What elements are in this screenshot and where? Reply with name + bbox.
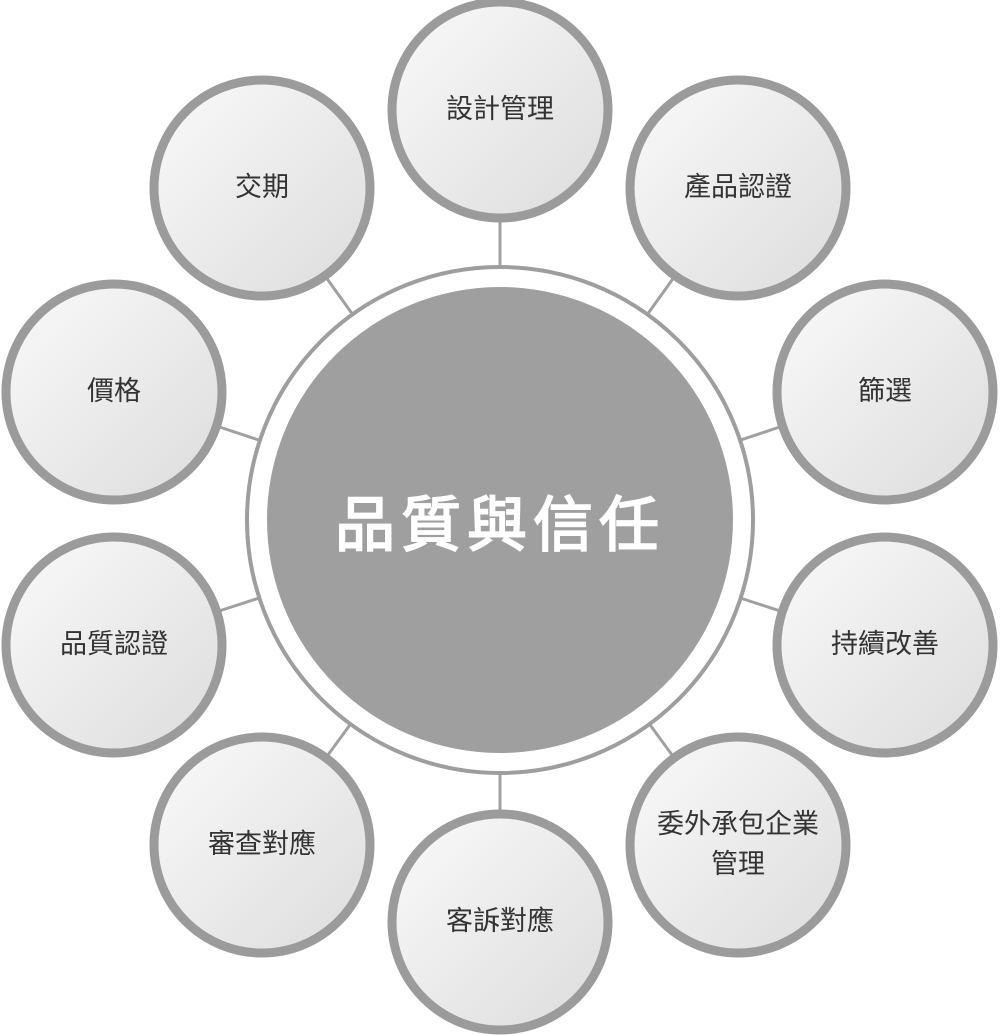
- node-label-price: 價格: [14, 292, 214, 492]
- node-circle-quality-certification: [1, 532, 227, 758]
- connector-subcontractor-management: [648, 723, 674, 756]
- node-label-design-management: 設計管理: [400, 10, 600, 210]
- node-label-line: 持續改善: [831, 628, 939, 660]
- node-circle-product-certification: [625, 75, 851, 301]
- node-label-line: 產品認證: [684, 171, 792, 203]
- node-circle-continuous-improvement: [772, 532, 998, 758]
- node-circle-price: [1, 279, 227, 505]
- connector-screening: [739, 425, 780, 442]
- node-label-line: 篩選: [858, 375, 912, 407]
- node-label-screening: 篩選: [785, 292, 985, 492]
- node-label-line: 客訴對應: [446, 905, 554, 937]
- node-label-delivery: 交期: [162, 88, 362, 288]
- connector-product-certification: [646, 278, 674, 316]
- node-label-line: 設計管理: [446, 93, 554, 125]
- node-circle-screening: [772, 279, 998, 505]
- node-label-audit-response: 審查對應: [162, 745, 362, 945]
- node-circle-delivery: [149, 75, 375, 301]
- center-label: 品質與信任: [335, 490, 665, 561]
- node-circle-design-management: [387, 0, 613, 223]
- node-label-line: 委外承包企業: [657, 808, 819, 840]
- node-label-subcontractor-management: 委外承包企業管理: [638, 745, 838, 945]
- node-circle-complaint-response: [387, 809, 613, 1035]
- node-label-line: 交期: [235, 171, 289, 203]
- node-label-line: 審查對應: [208, 828, 316, 860]
- connector-lines: [219, 222, 780, 810]
- node-circle-audit-response: [149, 732, 375, 958]
- connector-continuous-improvement: [740, 596, 779, 612]
- node-label-line: 管理: [711, 849, 765, 880]
- node-circle-subcontractor-management: [625, 732, 851, 958]
- node-label-quality-certification: 品質認證: [14, 545, 214, 745]
- node-label-product-certification: 產品認證: [638, 88, 838, 288]
- node-label-line: 品質認證: [60, 628, 168, 660]
- center-circle: [267, 287, 733, 753]
- connector-delivery: [326, 278, 354, 316]
- node-label-line: 價格: [87, 375, 141, 407]
- connector-audit-response: [326, 723, 352, 756]
- node-label-complaint-response: 客訴對應: [400, 822, 600, 1022]
- node-label-continuous-improvement: 持續改善: [785, 545, 985, 745]
- connector-quality-certification: [220, 596, 260, 612]
- connector-price: [219, 425, 261, 442]
